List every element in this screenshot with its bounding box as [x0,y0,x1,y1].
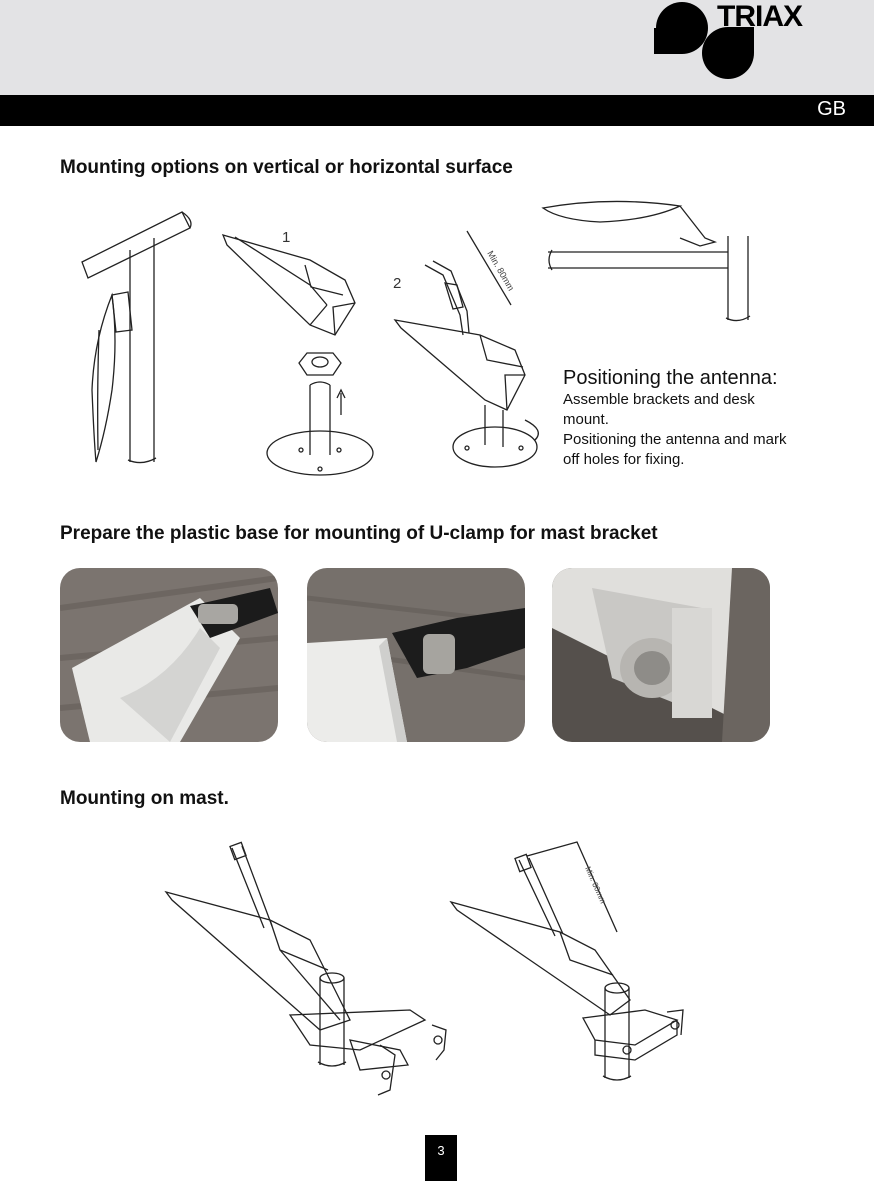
photo-cutting-base-1 [60,568,278,742]
language-code: GB [817,98,846,120]
language-bar: GB [0,95,874,126]
page-number: 3 [425,1135,457,1181]
desk-mount-assembled-illustration: 2 Min. 80mm [393,230,539,468]
wall-mount-illustration [81,211,192,464]
section-title-mounting-options: Mounting options on vertical or horizont… [60,157,513,178]
triax-logo [654,2,754,79]
step-2-label: 2 [393,275,401,292]
section-title-prepare-base: Prepare the plastic base for mounting of… [60,523,658,544]
section-title-mounting-on-mast: Mounting on mast. [60,788,229,809]
photo-prepared-base [552,568,770,742]
min-distance-label-mast: Min. 80mm [583,865,607,905]
positioning-line-2: Positioning the antenna and mark off hol… [563,431,787,468]
mast-mount-illustration-1 [164,841,447,1096]
desk-mount-exploded-illustration: 1 [221,229,374,476]
horizontal-mount-illustration [541,200,751,322]
brand-name: TRIAX [717,0,803,33]
mast-mount-illustration-2: Min. 80mm [449,841,684,1081]
step-1-label: 1 [282,229,290,246]
photo-cutting-base-2 [307,568,525,742]
positioning-line-1: Assemble brackets and desk mount. [563,391,755,428]
positioning-instructions: Positioning the antenna: Assemble bracke… [563,366,803,470]
positioning-title: Positioning the antenna: [563,367,778,389]
